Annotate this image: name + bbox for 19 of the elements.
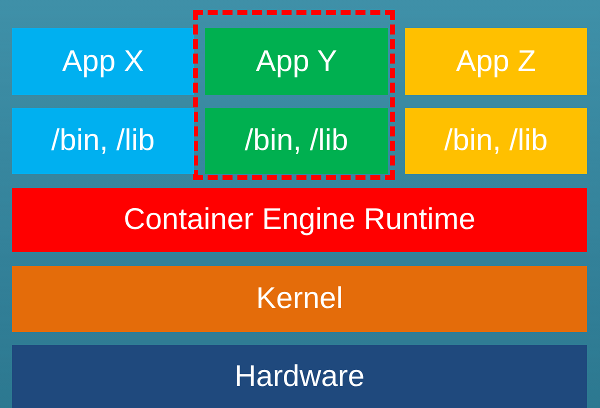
dashed-frame: [193, 10, 395, 180]
layer-block: [405, 28, 587, 95]
layer-block: [12, 188, 587, 252]
layer-label: App Z: [456, 44, 536, 78]
layer-label: Container Engine Runtime: [124, 203, 476, 237]
layer-block: [12, 345, 587, 408]
layer-block: [12, 266, 587, 332]
layer-label: /bin, /lib: [444, 124, 548, 158]
layer-block: [205, 28, 388, 95]
layer-block: [12, 28, 194, 95]
layer-block: [405, 108, 587, 174]
layer-block: [12, 108, 194, 174]
layer-label: Kernel: [256, 282, 343, 316]
layer-label: /bin, /lib: [51, 124, 155, 158]
layer-block: [205, 108, 388, 174]
layer-label: /bin, /lib: [244, 124, 348, 158]
layer-label: App Y: [256, 44, 338, 78]
layer-label: Hardware: [234, 360, 365, 394]
layer-label: App X: [62, 44, 144, 78]
